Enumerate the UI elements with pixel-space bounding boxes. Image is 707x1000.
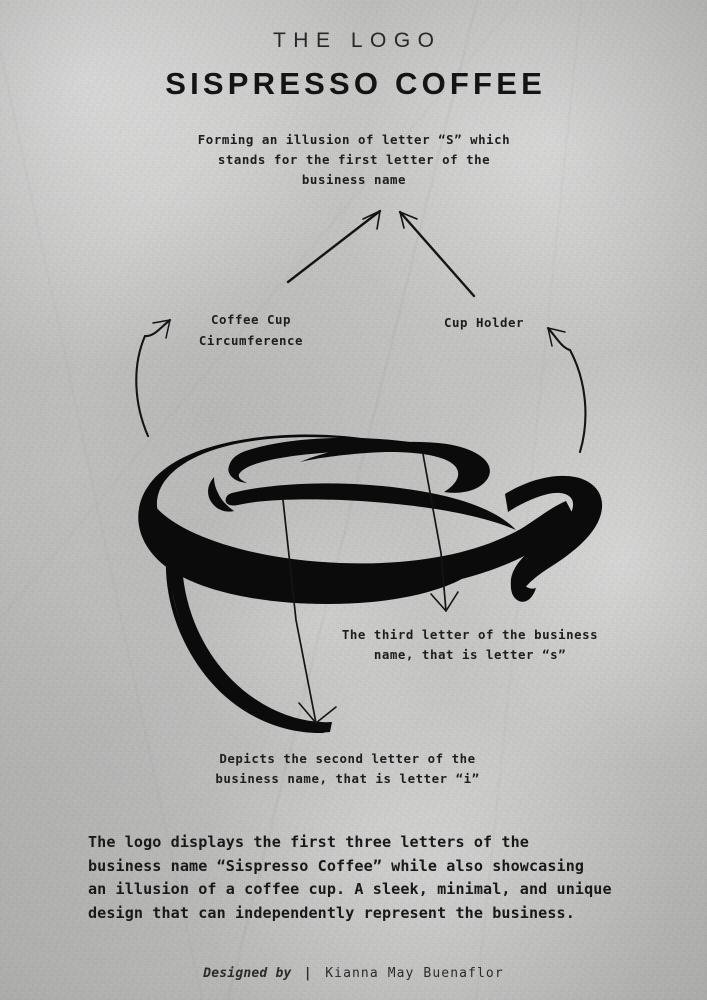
poster-header: THE LOGO SISPRESSO COFFEE: [0, 0, 707, 99]
annotation-line: Circumference: [198, 333, 304, 349]
logo-description-paragraph: The logo displays the first three letter…: [62, 831, 645, 925]
annotation-coffee-cup-circumference: Coffee Cup Circumference: [176, 309, 326, 352]
curved-arrow-up-left-icon: [135, 318, 172, 438]
annotation-line: Coffee Cup: [210, 312, 292, 327]
long-arrow-down-left-icon: [282, 499, 337, 724]
annotation-line: business name: [301, 172, 407, 188]
annotation-line: stands for the first letter of the: [217, 152, 491, 168]
paragraph-line: business name “Sispresso Coffee” while a…: [88, 856, 585, 875]
curved-arrow-up-right-icon: [546, 326, 587, 454]
annotation-line: Cup Holder: [443, 315, 525, 330]
designed-by-label: Designed by: [203, 966, 292, 981]
designer-name: Kianna May Buenaflor: [325, 966, 504, 981]
sispresso-coffee-cup-monogram: [138, 434, 603, 734]
designer-credit: Designed by | Kianna May Buenaflor: [0, 966, 707, 981]
annotation-cup-holder: Cup Holder: [419, 313, 549, 333]
annotation-line: Depicts the second letter of the: [219, 751, 476, 766]
paragraph-line: an illusion of a coffee cup. A sleek, mi…: [88, 880, 612, 899]
annotation-line: The third letter of the business: [341, 627, 599, 642]
annotation-line: name, that is letter “s”: [373, 647, 567, 663]
annotation-third-letter-s: The third letter of the business name, t…: [325, 625, 615, 665]
straight-arrow-up-right-icon: [286, 209, 382, 284]
annotation-line: Forming an illusion of letter “S” which: [197, 132, 511, 147]
straight-arrow-up-left-icon: [398, 210, 476, 298]
kicker-label: THE LOGO: [272, 29, 442, 52]
paragraph-line: The logo displays the first three letter…: [88, 833, 529, 851]
annotation-forming-illusion-s: Forming an illusion of letter “S” which …: [178, 130, 530, 190]
page-title: SISPRESSO COFFEE: [165, 66, 546, 101]
annotation-second-letter-i: Depicts the second letter of the busines…: [200, 749, 495, 789]
arrow-down-right-icon: [422, 453, 459, 612]
paragraph-line: design that can independently represent …: [88, 903, 575, 922]
credit-separator: |: [303, 966, 312, 981]
annotation-line: business name, that is letter “i”: [215, 771, 480, 787]
